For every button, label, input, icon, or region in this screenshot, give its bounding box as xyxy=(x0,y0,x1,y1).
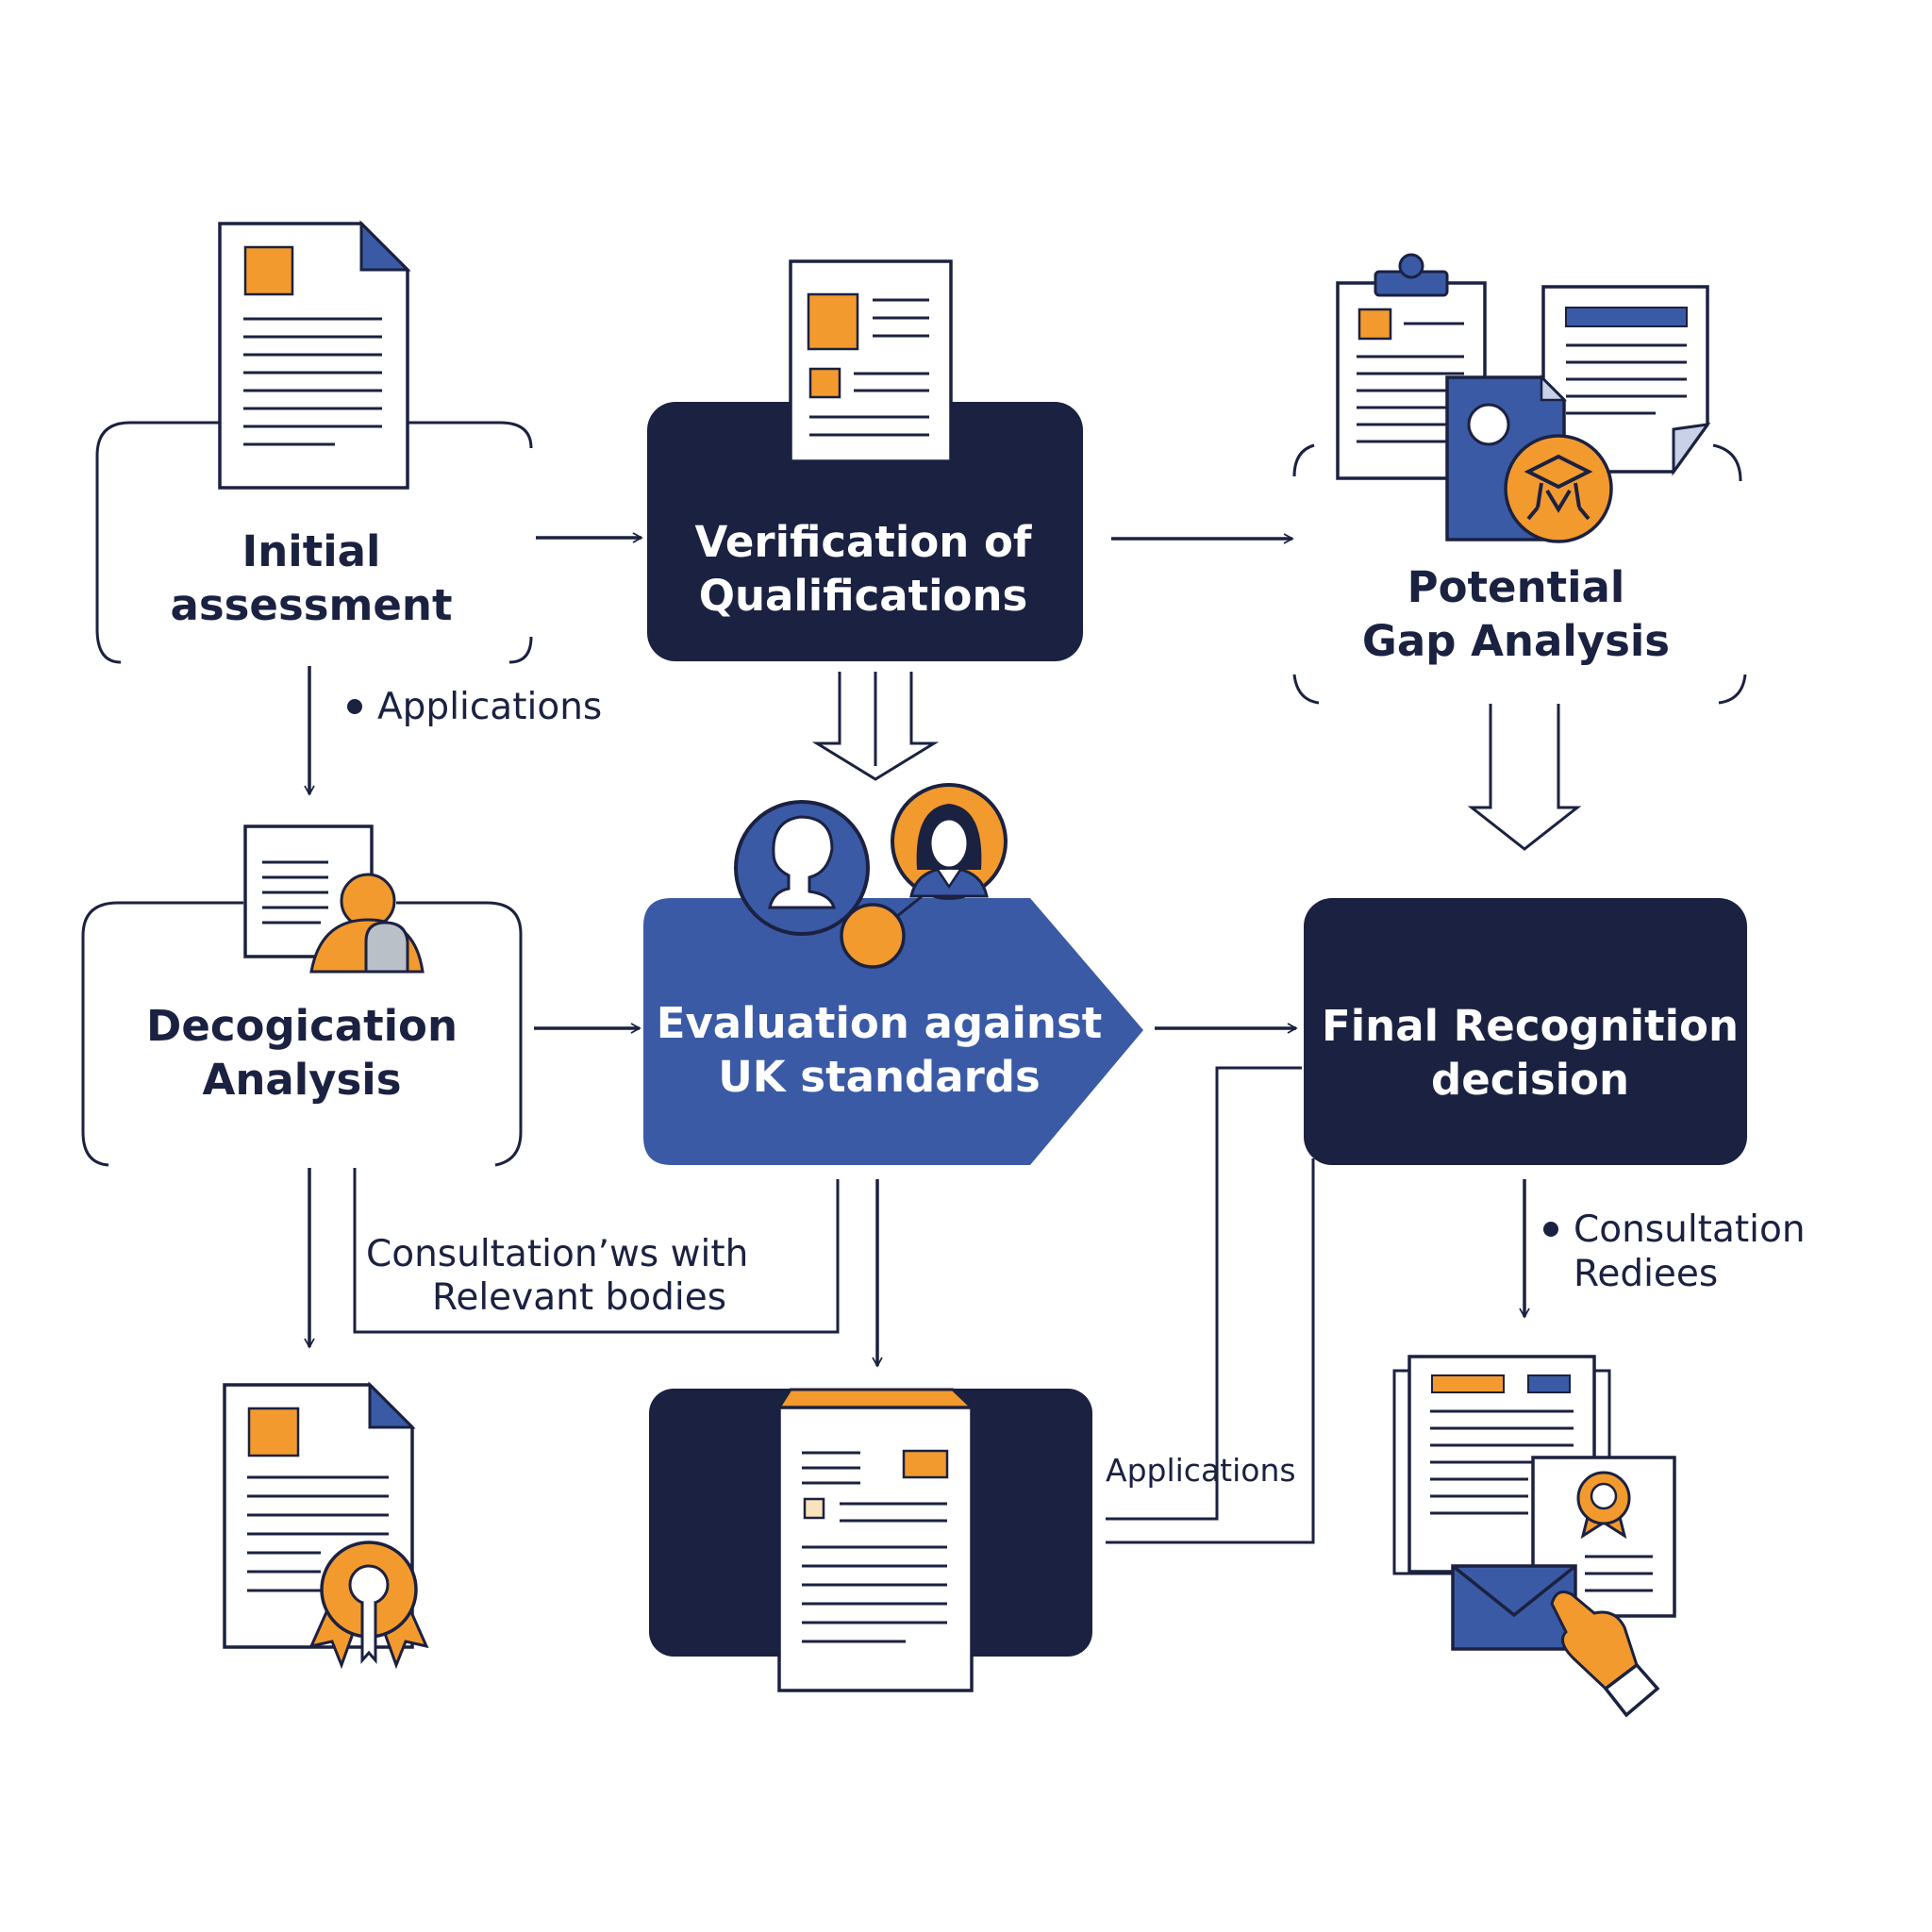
node-title-line1: Initial xyxy=(242,526,381,576)
node-final-decision: Final Recognition decision xyxy=(1304,898,1747,1165)
node-verification: Verification of Qualifications xyxy=(647,259,1083,661)
connector-applications xyxy=(1106,1158,1315,1544)
node-title-line1: Potential xyxy=(1407,562,1625,612)
edge-labels: Applications Consultation’ws with Releva… xyxy=(347,686,1806,1489)
bracket-frame xyxy=(1292,674,1320,705)
node-title-line2: Analysis xyxy=(203,1055,402,1105)
node-box xyxy=(643,898,1143,1165)
node-title-line2: UK standards xyxy=(718,1052,1041,1102)
form-document-icon xyxy=(789,259,953,463)
edge-label-consultation: Rediees xyxy=(1574,1253,1718,1295)
report-document-icon xyxy=(649,1388,1092,1692)
node-initial-assessment: Initial assessment xyxy=(95,220,533,664)
document-icon xyxy=(218,220,411,490)
edge-label-consultation: Consultation’ws with xyxy=(366,1233,748,1275)
node-title-line2: assessment xyxy=(171,580,453,630)
letter-envelope-icon xyxy=(1392,1355,1676,1718)
node-gap-analysis: Potential Gap Analysis xyxy=(1292,253,1747,705)
node-title-line2: Gap Analysis xyxy=(1362,616,1670,666)
node-title-line1: Verification of xyxy=(695,517,1032,567)
hollow-arrow-gap-to-final xyxy=(1467,704,1582,851)
node-title-line2: Qualifications xyxy=(699,571,1028,621)
bracket-frame xyxy=(408,421,533,449)
bracket-frame xyxy=(1718,674,1747,705)
node-title-line1: Evaluation against xyxy=(657,998,1103,1048)
bracket-frame xyxy=(396,901,523,1167)
edge-label-consultation: Relevant bodies xyxy=(432,1276,726,1319)
node-box xyxy=(647,402,1083,661)
bracket-frame xyxy=(1292,443,1315,477)
bullet-icon xyxy=(347,699,362,714)
edges xyxy=(304,532,1582,1544)
certificate-ribbon-icon xyxy=(223,1381,429,1670)
clipboard-certificate-icon xyxy=(1336,253,1711,543)
edge-label-consultation: Consultation xyxy=(1574,1208,1806,1251)
bracket-frame xyxy=(508,636,533,664)
bracket-frame xyxy=(95,421,220,664)
node-evaluation: Evaluation against UK standards xyxy=(643,783,1143,1165)
connector-consultation xyxy=(353,1168,840,1334)
node-box xyxy=(1304,898,1747,1165)
node-title-line1: Decogication xyxy=(146,1001,458,1051)
people-icon xyxy=(734,783,1008,969)
edge-label-applications: Applications xyxy=(377,686,602,728)
node-title-line1: Final Recognition xyxy=(1322,1001,1739,1051)
connector-applications xyxy=(1106,1066,1302,1521)
bullet-icon xyxy=(1543,1222,1558,1237)
bracket-frame xyxy=(81,901,243,1167)
edge-label-applications: Applications xyxy=(1106,1452,1296,1489)
bracket-frame xyxy=(1712,443,1742,482)
document-person-icon xyxy=(243,824,425,974)
hollow-arrow-verification-to-evaluation xyxy=(811,672,940,781)
node-decogication: Decogication Analysis xyxy=(81,824,523,1167)
node-title-line2: decision xyxy=(1431,1055,1629,1105)
